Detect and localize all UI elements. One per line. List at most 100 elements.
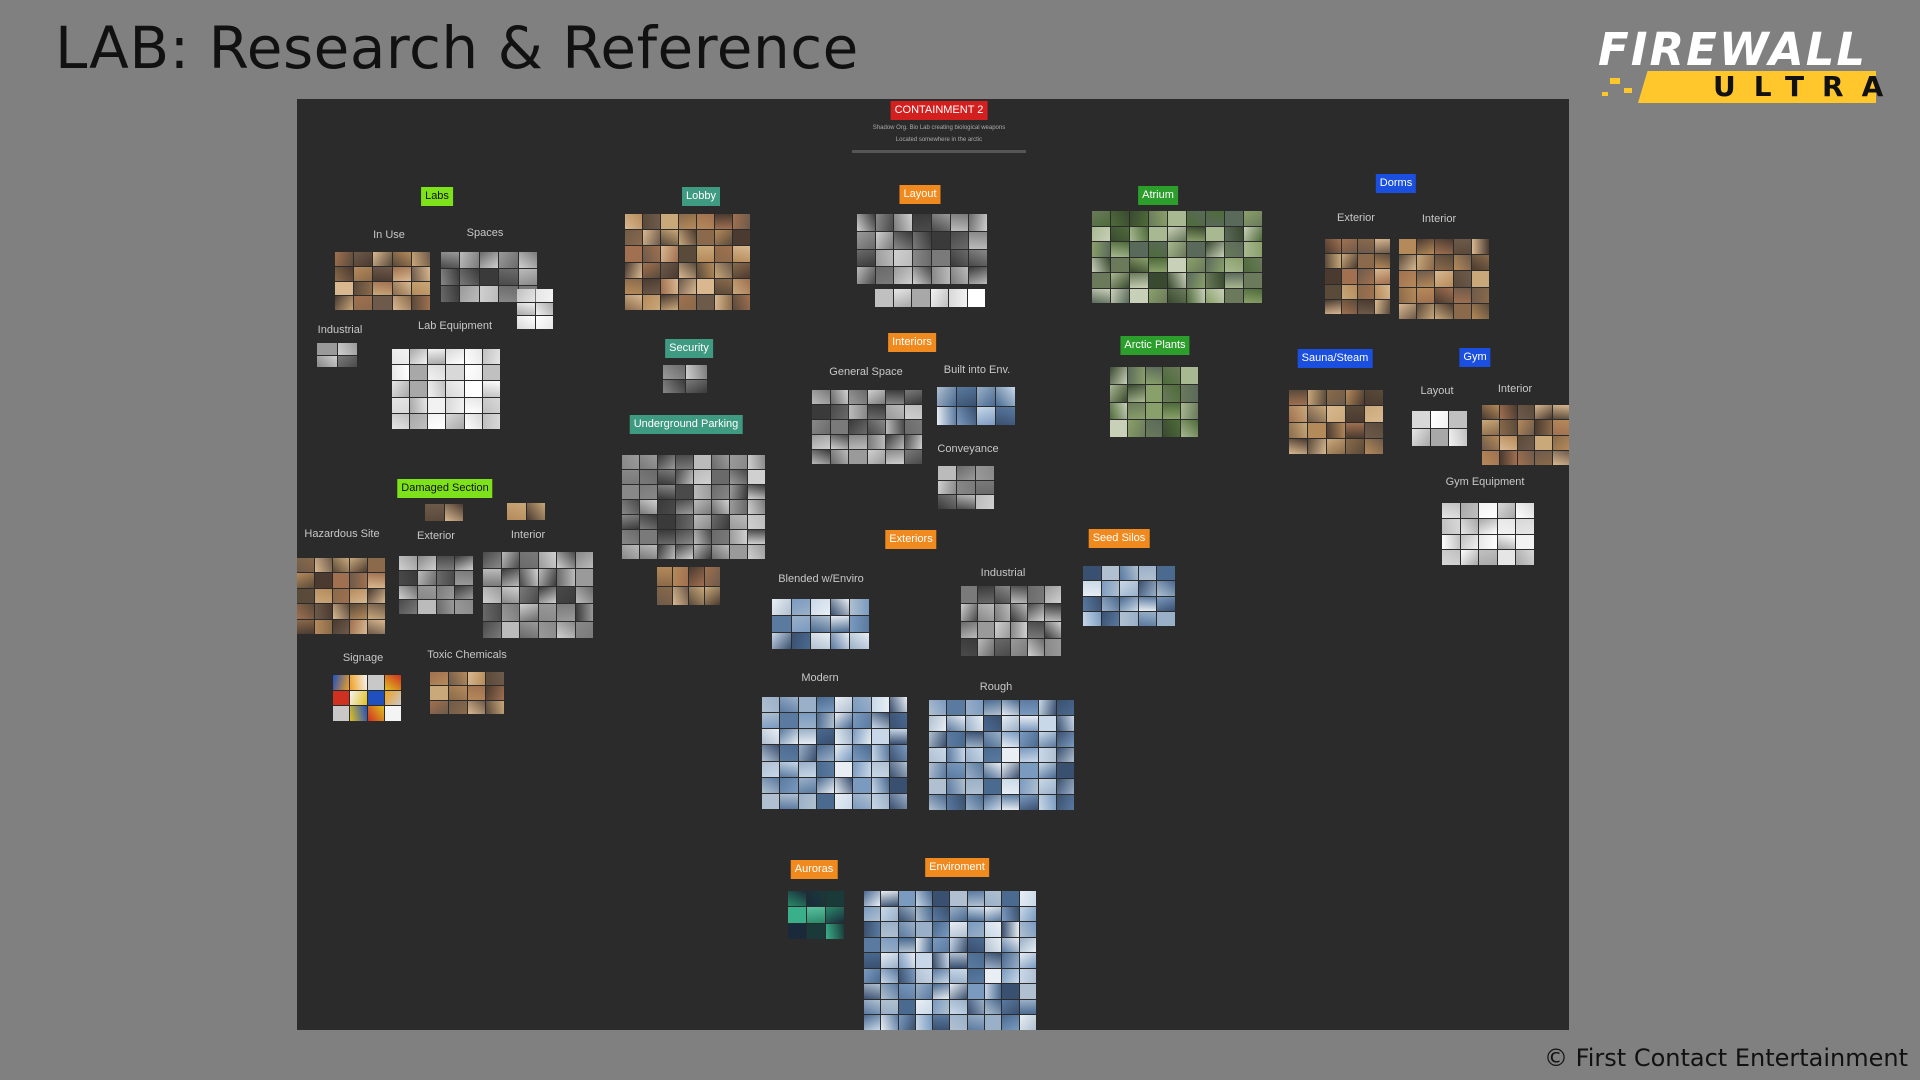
tag-atrium[interactable]: Atrium (1138, 186, 1178, 205)
reference-thumbnail[interactable] (705, 586, 720, 605)
reference-thumbnail[interactable] (1002, 779, 1020, 795)
reference-thumbnail[interactable] (938, 495, 956, 509)
reference-thumbnail[interactable] (679, 262, 696, 278)
reference-thumbnail[interactable] (915, 891, 933, 906)
reference-thumbnail[interactable] (486, 686, 504, 700)
reference-thumbnail[interactable] (1479, 503, 1497, 518)
reference-thumbnail[interactable] (826, 923, 844, 939)
reference-thumbnail[interactable] (354, 252, 373, 266)
reference-thumbnail[interactable] (947, 731, 965, 747)
reference-thumbnail[interactable] (350, 706, 367, 721)
reference-thumbnail[interactable] (1399, 271, 1417, 287)
reference-thumbnail[interactable] (1163, 402, 1181, 420)
reference-thumbnail[interactable] (1019, 953, 1036, 968)
reference-thumbnail[interactable] (460, 252, 479, 268)
reference-thumbnail[interactable] (933, 922, 950, 937)
reference-thumbnail[interactable] (1327, 422, 1345, 438)
reference-thumbnail[interactable] (1497, 534, 1516, 550)
reference-thumbnail[interactable] (333, 675, 350, 690)
reference-thumbnail[interactable] (875, 214, 894, 231)
reference-thumbnail[interactable] (830, 616, 850, 632)
reference-thumbnail[interactable] (950, 968, 967, 984)
reference-thumbnail[interactable] (1435, 239, 1453, 255)
reference-thumbnail[interactable] (1430, 429, 1449, 446)
reference-thumbnail[interactable] (1453, 239, 1471, 255)
reference-thumbnail[interactable] (830, 420, 848, 434)
reference-thumbnail[interactable] (661, 214, 678, 230)
reference-thumbnail[interactable] (1092, 211, 1110, 226)
tag-security[interactable]: Security (665, 339, 713, 358)
reference-thumbnail[interactable] (871, 697, 889, 713)
reference-thumbnail[interactable] (417, 585, 436, 600)
reference-thumbnail[interactable] (1417, 303, 1435, 319)
reference-thumbnail[interactable] (913, 214, 931, 231)
reference-thumbnail[interactable] (399, 556, 417, 570)
reference-thumbnail[interactable] (350, 604, 368, 619)
reference-thumbnail[interactable] (1157, 611, 1175, 626)
reference-thumbnail[interactable] (894, 214, 913, 231)
tag-labs[interactable]: Labs (421, 187, 453, 206)
reference-thumbnail[interactable] (1327, 390, 1345, 406)
reference-thumbnail[interactable] (1535, 420, 1553, 435)
reference-thumbnail[interactable] (950, 999, 967, 1015)
reference-thumbnail[interactable] (1181, 384, 1198, 402)
reference-thumbnail[interactable] (679, 278, 696, 294)
reference-thumbnail[interactable] (931, 231, 950, 249)
reference-thumbnail[interactable] (1553, 405, 1569, 420)
reference-thumbnail[interactable] (482, 349, 500, 365)
reference-thumbnail[interactable] (1111, 273, 1129, 288)
reference-thumbnail[interactable] (857, 267, 875, 284)
reference-thumbnail[interactable] (933, 906, 950, 922)
reference-thumbnail[interactable] (483, 569, 501, 586)
reference-thumbnail[interactable] (1056, 700, 1074, 715)
reference-thumbnail[interactable] (1346, 390, 1364, 406)
reference-thumbnail[interactable] (1002, 953, 1019, 968)
reference-thumbnail[interactable] (983, 763, 1001, 779)
reference-thumbnail[interactable] (950, 922, 967, 937)
reference-thumbnail[interactable] (1516, 503, 1534, 518)
reference-thumbnail[interactable] (1449, 411, 1467, 428)
reference-thumbnail[interactable] (904, 450, 922, 464)
reference-thumbnail[interactable] (812, 450, 830, 464)
reference-thumbnail[interactable] (956, 387, 976, 406)
reference-thumbnail[interactable] (467, 672, 486, 686)
reference-thumbnail[interactable] (1111, 226, 1129, 241)
reference-thumbnail[interactable] (733, 262, 750, 278)
reference-thumbnail[interactable] (780, 777, 798, 793)
reference-thumbnail[interactable] (1002, 747, 1020, 763)
reference-thumbnail[interactable] (812, 405, 830, 419)
reference-thumbnail[interactable] (798, 729, 816, 745)
reference-thumbnail[interactable] (1056, 779, 1074, 795)
reference-thumbnail[interactable] (730, 500, 747, 514)
reference-thumbnail[interactable] (871, 777, 889, 793)
reference-thumbnail[interactable] (915, 968, 933, 984)
reference-thumbnail[interactable] (332, 604, 350, 619)
reference-thumbnail[interactable] (392, 266, 411, 281)
reference-thumbnail[interactable] (368, 588, 385, 604)
reference-thumbnail[interactable] (830, 599, 850, 615)
reference-thumbnail[interactable] (1181, 367, 1198, 384)
reference-thumbnail[interactable] (640, 485, 657, 499)
reference-thumbnail[interactable] (350, 558, 368, 573)
reference-thumbnail[interactable] (448, 672, 467, 686)
reference-thumbnail[interactable] (1516, 534, 1534, 550)
reference-thumbnail[interactable] (807, 907, 825, 923)
reference-thumbnail[interactable] (625, 262, 642, 278)
reference-thumbnail[interactable] (1499, 420, 1517, 435)
reference-thumbnail[interactable] (444, 504, 463, 521)
reference-thumbnail[interactable] (520, 586, 538, 604)
reference-thumbnail[interactable] (1038, 700, 1056, 715)
reference-thumbnail[interactable] (1325, 254, 1341, 269)
reference-thumbnail[interactable] (950, 953, 967, 968)
reference-thumbnail[interactable] (985, 999, 1002, 1015)
reference-thumbnail[interactable] (622, 455, 639, 469)
reference-thumbnail[interactable] (368, 619, 385, 634)
reference-thumbnail[interactable] (460, 286, 479, 302)
reference-thumbnail[interactable] (730, 455, 747, 469)
reference-thumbnail[interactable] (1002, 891, 1019, 906)
reference-thumbnail[interactable] (933, 953, 950, 968)
reference-thumbnail[interactable] (1130, 273, 1148, 288)
reference-thumbnail[interactable] (335, 281, 354, 296)
reference-thumbnail[interactable] (1346, 406, 1364, 422)
reference-thumbnail[interactable] (1019, 906, 1036, 922)
